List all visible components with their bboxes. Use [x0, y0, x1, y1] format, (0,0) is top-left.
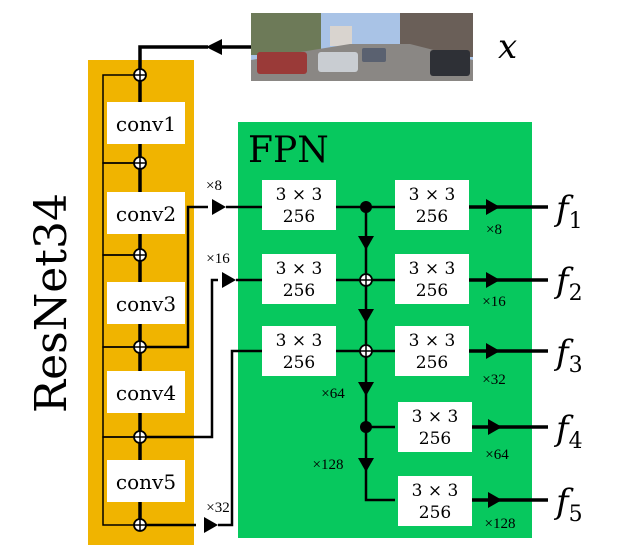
svg-text:256: 256 [283, 207, 315, 227]
output-conv-5: 3 × 3 256 [398, 476, 472, 526]
svg-text:256: 256 [416, 353, 448, 373]
output-arrowhead-5 [488, 492, 502, 508]
conv1-label: conv1 [116, 112, 176, 136]
output-arrowhead-1 [486, 199, 500, 215]
output-f3: f3 [553, 333, 583, 378]
output-stride-3: ×32 [482, 372, 505, 388]
conv1-block: conv1 [107, 102, 185, 144]
output-arrowhead-4 [488, 419, 502, 435]
downsample-arrow-1 [358, 382, 374, 396]
svg-text:3 × 3: 3 × 3 [412, 481, 459, 501]
svg-text:256: 256 [419, 429, 451, 449]
downsample-arrow-2 [358, 458, 374, 472]
output-f1: f1 [553, 189, 583, 234]
output-conv-3: 3 × 3 256 [395, 326, 469, 376]
topdown-arrow-1 [358, 236, 374, 250]
output-stride-5: ×128 [485, 516, 516, 532]
output-stride-1: ×8 [486, 222, 502, 238]
lateral-conv-2: 3 × 3 256 [262, 254, 336, 304]
svg-text:3 × 3: 3 × 3 [409, 331, 456, 351]
conv4-block: conv4 [107, 371, 185, 413]
backbone-title: ResNet34 [26, 193, 77, 413]
input-image [251, 13, 473, 81]
conv2-block: conv2 [107, 192, 185, 234]
svg-text:256: 256 [416, 281, 448, 301]
svg-text:3 × 3: 3 × 3 [276, 185, 323, 205]
conv3-label: conv3 [116, 292, 176, 316]
input-arrowhead [206, 39, 222, 55]
svg-text:256: 256 [419, 503, 451, 523]
topdown-arrow-2 [358, 309, 374, 323]
output-arrowhead-3 [486, 343, 500, 359]
input-stride-1: ×8 [206, 178, 222, 194]
output-conv-2: 3 × 3 256 [395, 254, 469, 304]
fpn-title: FPN [248, 130, 329, 171]
output-f2: f2 [553, 261, 583, 306]
conv3-block: conv3 [107, 282, 185, 324]
svg-text:256: 256 [283, 353, 315, 373]
input-stride-3: ×32 [206, 500, 229, 516]
svg-text:3 × 3: 3 × 3 [276, 259, 323, 279]
svg-text:256: 256 [416, 207, 448, 227]
input-label: x [498, 27, 517, 67]
branch-dot-4 [360, 421, 372, 433]
svg-text:3 × 3: 3 × 3 [276, 331, 323, 351]
output-f5: f5 [553, 482, 583, 527]
output-f4: f4 [553, 409, 583, 454]
output-conv-4: 3 × 3 256 [398, 402, 472, 452]
output-stride-2: ×16 [482, 294, 506, 310]
downsample-stride-2: ×128 [313, 457, 344, 473]
lateral-conv-3: 3 × 3 256 [262, 326, 336, 376]
lateral-conv-1: 3 × 3 256 [262, 180, 336, 230]
conv5-block: conv5 [107, 460, 185, 502]
downsample-stride-1: ×64 [321, 386, 345, 402]
output-conv-1: 3 × 3 256 [395, 180, 469, 230]
branch-dot-1 [360, 201, 372, 213]
conv5-label: conv5 [116, 470, 176, 494]
output-stride-4: ×64 [485, 447, 509, 463]
svg-text:256: 256 [283, 281, 315, 301]
conv4-label: conv4 [116, 381, 176, 405]
output-arrowhead-2 [486, 272, 500, 288]
conv2-label: conv2 [116, 202, 176, 226]
svg-text:3 × 3: 3 × 3 [409, 259, 456, 279]
input-stride-2: ×16 [206, 251, 230, 267]
svg-text:3 × 3: 3 × 3 [409, 185, 456, 205]
svg-text:3 × 3: 3 × 3 [412, 407, 459, 427]
